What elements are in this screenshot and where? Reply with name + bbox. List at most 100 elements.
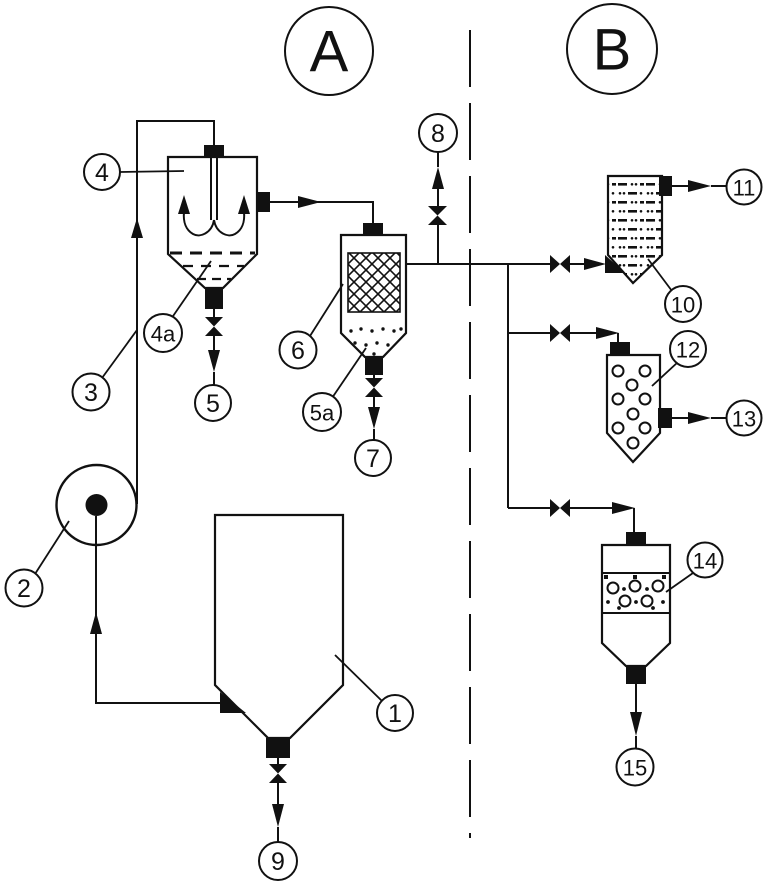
stirred-vessel-4 xyxy=(166,145,270,309)
label-14: 14 xyxy=(693,549,717,574)
flow-arrow-right-icon xyxy=(688,412,711,424)
section-b-badge: B xyxy=(566,3,658,95)
label-11: 11 xyxy=(733,176,756,201)
label-13: 13 xyxy=(732,407,756,432)
inlet-nozzle-triangle xyxy=(605,255,625,273)
valve-icon xyxy=(550,324,560,342)
callout-15: 15 xyxy=(615,747,655,787)
callout-5a: 5a xyxy=(302,347,367,432)
callout-4a: 4a xyxy=(143,260,212,353)
branch-line-14 xyxy=(508,499,635,532)
valve-icon xyxy=(560,324,570,342)
valve-icon xyxy=(560,255,570,273)
flow-arrow-up-icon xyxy=(432,167,444,189)
bottom-nozzle xyxy=(266,738,290,758)
liquid-level-dashes xyxy=(170,251,255,281)
top-nozzle xyxy=(363,223,383,235)
callout-2: 2 xyxy=(4,520,70,608)
vent-line-8 xyxy=(428,152,447,264)
label-4a: 4a xyxy=(151,322,176,347)
vessel-10-body xyxy=(606,174,664,285)
valve-icon xyxy=(269,773,287,783)
flow-arrow-up-icon xyxy=(131,218,143,238)
flow-arrow-right-icon xyxy=(584,258,606,270)
label-10: 10 xyxy=(671,293,695,318)
callout-9: 9 xyxy=(258,841,298,881)
label-12: 12 xyxy=(676,338,700,363)
callout-11: 11 xyxy=(725,168,763,206)
label-15: 15 xyxy=(623,756,647,781)
filter-media-crosshatch-icon xyxy=(347,252,401,313)
flow-arrow-down-icon xyxy=(368,407,380,429)
flow-arrow-down-icon xyxy=(272,804,284,827)
callout-1: 1 xyxy=(334,654,414,732)
outlet-nozzle xyxy=(659,176,672,196)
flow-arrow-right-icon xyxy=(612,502,635,514)
valve-icon xyxy=(550,499,560,517)
recirculation-line-3 xyxy=(131,120,215,504)
top-nozzle xyxy=(204,145,224,157)
label-2: 2 xyxy=(17,575,31,603)
drain-line-5 xyxy=(205,309,223,385)
valve-icon xyxy=(365,387,383,397)
pump-2 xyxy=(55,463,138,547)
agitator-arrowhead-icon xyxy=(178,195,190,214)
bottom-nozzle xyxy=(205,288,223,309)
top-nozzle xyxy=(610,342,630,355)
label-7: 7 xyxy=(366,445,380,473)
valve-icon xyxy=(205,317,223,327)
section-b-label: B xyxy=(593,18,632,83)
outlet-nozzle xyxy=(658,408,672,428)
inlet-nozzle-triangle xyxy=(220,692,246,713)
label-9: 9 xyxy=(271,848,285,876)
flow-arrow-right-icon xyxy=(596,327,619,339)
flow-arrow-down-icon xyxy=(630,712,642,736)
recirculation-pipe xyxy=(136,120,215,504)
main-transfer-line xyxy=(406,255,606,508)
callout-6: 6 xyxy=(278,283,344,370)
callout-8: 8 xyxy=(418,113,458,153)
flow-arrow-right-icon xyxy=(298,196,321,208)
side-nozzle xyxy=(257,192,270,212)
vessel-14-body xyxy=(600,543,672,668)
callout-10: 10 xyxy=(647,258,702,323)
filter-vessel-6 xyxy=(339,223,408,375)
label-3: 3 xyxy=(84,379,98,407)
valve-icon xyxy=(428,215,447,225)
section-a-badge: A xyxy=(284,6,374,96)
callout-5: 5 xyxy=(194,384,232,422)
drain-line-9 xyxy=(269,758,287,842)
valve-icon xyxy=(560,499,570,517)
collection-vessel-14 xyxy=(600,532,672,684)
agitator-arrowhead-icon xyxy=(238,195,250,214)
branch-line-12 xyxy=(508,324,619,343)
drain-line-7 xyxy=(365,375,383,440)
agitator-arrow-left-icon xyxy=(182,211,215,237)
flow-arrow-right-icon xyxy=(688,180,711,192)
callout-13: 13 xyxy=(725,399,763,437)
suction-line xyxy=(90,516,220,704)
valve-icon xyxy=(365,378,383,388)
valve-icon xyxy=(550,255,560,273)
particle-dots xyxy=(349,327,403,356)
bubble-pattern xyxy=(611,364,652,450)
flow-arrow-up-icon xyxy=(90,612,102,634)
drain-line-15 xyxy=(630,684,642,749)
valve-icon xyxy=(428,206,447,216)
top-nozzle xyxy=(626,532,646,545)
flow-arrow-down-icon xyxy=(208,350,220,372)
valve-icon xyxy=(269,764,287,774)
storage-tank-1 xyxy=(213,513,345,758)
bottom-nozzle xyxy=(626,666,646,684)
label-5: 5 xyxy=(206,390,220,418)
packed-bed-pattern xyxy=(604,575,666,610)
label-4: 4 xyxy=(95,159,109,187)
collection-vessel-10 xyxy=(605,174,726,285)
valve-icon xyxy=(205,326,223,336)
suction-pipe xyxy=(95,516,220,704)
agitator-arrow-right-icon xyxy=(213,211,246,237)
callout-3: 3 xyxy=(71,329,138,412)
transfer-line-4-to-6 xyxy=(270,196,374,223)
